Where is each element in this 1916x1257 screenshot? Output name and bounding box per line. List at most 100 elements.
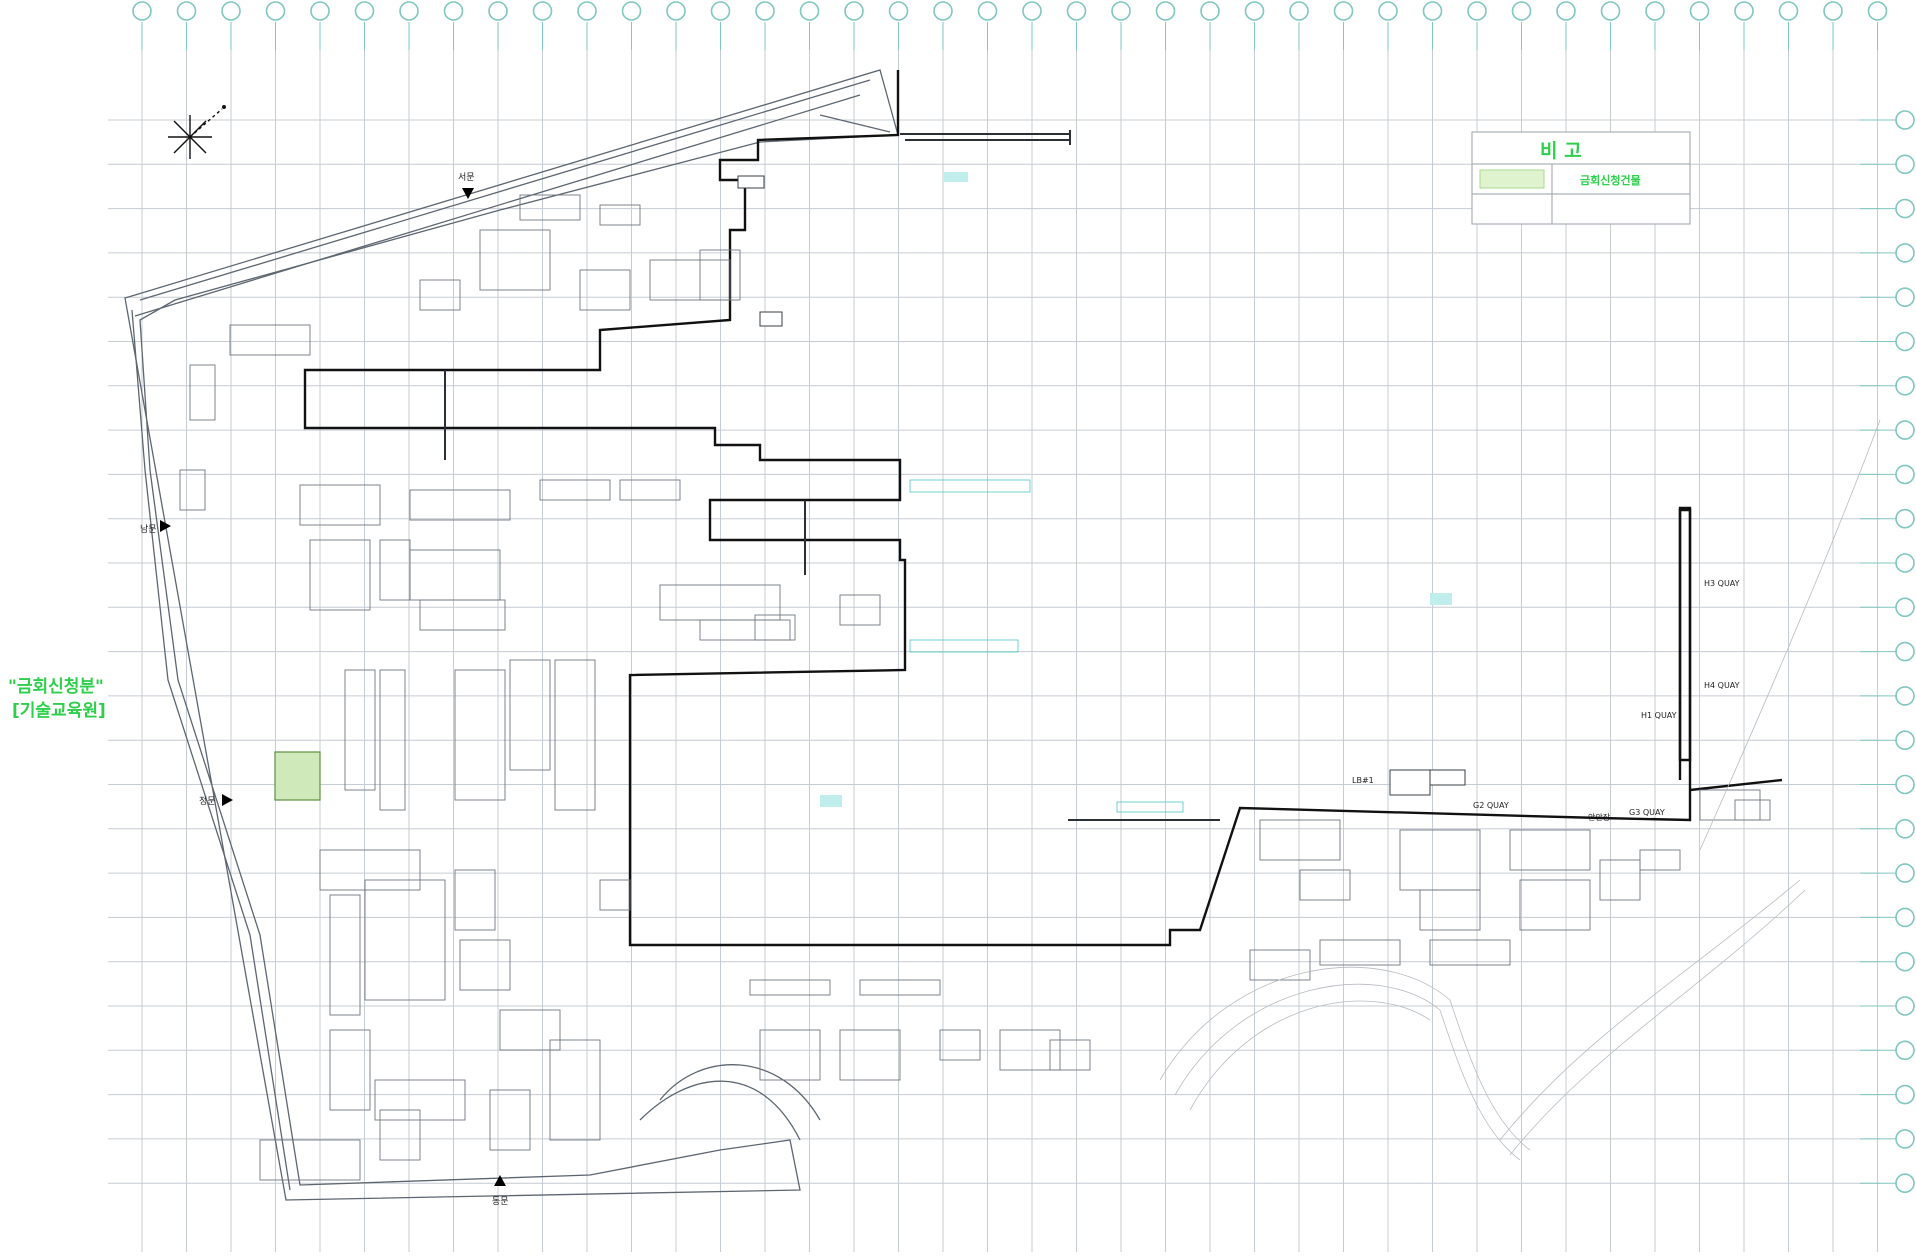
grid-bubble [354,1,375,21]
highlighted-building[interactable] [274,751,321,801]
grid-vertical-lines [141,24,1878,1252]
site-boundary [124,69,899,1201]
grid-bubble [1895,331,1915,352]
building [939,1029,981,1061]
building [579,269,631,311]
grid-bubble [221,1,241,21]
grid-bubble [1823,1,1843,21]
building [364,879,446,1001]
grid-bubble [577,1,597,21]
legend: 비 고 금회신청건물 [1471,131,1691,225]
building [1509,829,1591,871]
building [554,659,596,811]
building [229,324,311,356]
building [759,1029,821,1081]
grid-bubble [1895,641,1915,662]
building [329,1029,371,1111]
grid-bubbles-right [1860,110,1915,1193]
building [379,1109,421,1161]
building [329,894,361,1016]
grid-bubble [1895,1173,1915,1193]
main-gate-arrow-icon [222,794,233,806]
grid-bubble [1200,1,1220,21]
grid-bubble [532,1,553,21]
g2-quay-label: G2 QUAY [1473,801,1509,810]
north-gate-arrow-icon [462,188,474,199]
building-outlines [179,175,1771,1181]
grid-bubble [1600,1,1621,21]
building [699,249,741,301]
north-gate-label: 서문 [458,172,475,183]
grid-bubble [1867,1,1888,21]
grid-bubble [1895,1129,1915,1149]
h4-quay-label: H4 QUAY [1704,681,1740,690]
grid-bubble [621,1,642,21]
grid-bubble [1467,1,1487,21]
building [754,614,796,641]
grid-bubble [1895,863,1915,883]
grid-bubble [888,1,909,21]
grid-bubble [1895,1040,1915,1061]
h3-quay-label: H3 QUAY [1704,579,1740,588]
building [1734,799,1771,821]
crane-rails [444,370,1220,821]
legend-entry-label: 금회신청건물 [1580,173,1641,187]
hill-contours [1159,419,1881,1161]
building [599,204,641,226]
grid-horizontal-lines [108,119,1880,1184]
grid-bubble [1895,464,1915,485]
grid-bubble [1244,1,1265,21]
building [1049,1039,1091,1071]
building [839,594,881,626]
grid-bubble [1895,774,1915,795]
g3-quay-label: G3 QUAY [1629,808,1665,817]
grid-bubble [1895,818,1915,839]
building [454,869,496,931]
building [299,484,381,526]
building [1249,949,1311,981]
grid-bubble [1895,597,1915,618]
side-label-line2: [기술교육원] [12,701,106,721]
anan-label: 안안장 [1588,812,1611,822]
building [419,279,461,311]
grid-bubble [1155,1,1176,21]
grid-bubble [265,1,286,21]
building [479,229,551,291]
grid-bubble [1289,1,1309,21]
building [1319,939,1401,966]
grid-bubble [933,1,953,21]
building [519,194,581,221]
building [737,175,765,189]
grid-bubble [1895,198,1915,219]
building [619,479,681,501]
grid-bubble [1645,1,1665,21]
grid-bubble [1895,508,1915,529]
building [379,539,411,601]
grid-bubble [1895,730,1915,751]
side-label-line1: "금회신청분" [8,676,104,697]
building [344,669,376,791]
building [759,311,783,327]
building [509,659,551,771]
building [649,259,731,301]
building [1259,819,1341,861]
grid-bubble [710,1,731,21]
building [1299,869,1351,901]
gate-arrows [160,188,506,1186]
grid-bubble [1734,1,1754,21]
building [409,549,501,601]
building [749,979,831,996]
grid-bubble [1895,553,1915,573]
grid-bubble [1422,1,1443,21]
grid-bubble [799,1,820,21]
building [1429,769,1466,786]
grid-bubble [1022,1,1042,21]
building [859,979,941,996]
grid-bubble [1111,1,1131,21]
building [309,539,371,611]
grid-bubble [1895,110,1915,130]
grid-bubble [1895,951,1915,972]
building [1699,789,1761,821]
grid-bubble [1895,375,1915,396]
